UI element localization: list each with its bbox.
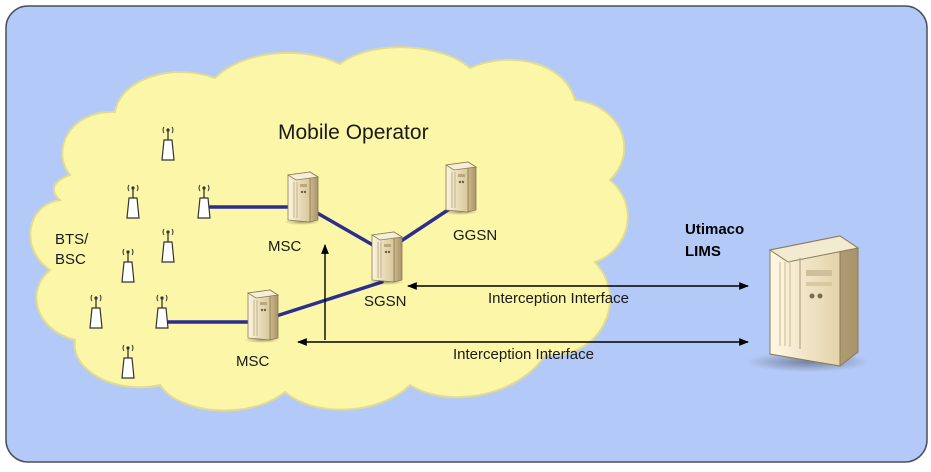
antenna-icon [121, 248, 135, 283]
mobile-operator-cloud [29, 46, 629, 412]
bts-label-line1: BTS/ [55, 231, 89, 248]
antenna-icon [161, 126, 175, 161]
server-icon [244, 289, 280, 343]
ggsn-label: GGSN [453, 227, 497, 244]
interface-lower-label: Interception Interface [453, 346, 594, 363]
antenna-icon [121, 344, 135, 379]
link-sgsn-msc-lower [268, 280, 384, 320]
interface-upper-label: Interception Interface [488, 290, 629, 307]
switch-servers [244, 161, 478, 343]
lims-label-line1: Utimaco [685, 221, 744, 238]
interception-arrows [297, 244, 749, 346]
sgsn-label: SGSN [364, 293, 407, 310]
lims-label-line2: LIMS [685, 243, 721, 260]
server-icon [442, 161, 478, 215]
antenna-icon [89, 294, 103, 329]
cloud-title: Mobile Operator [278, 121, 429, 144]
antenna-icon [155, 294, 169, 329]
antenna-icon [197, 184, 211, 219]
msc-lower-label: MSC [236, 353, 270, 370]
server-icon [284, 171, 320, 225]
antenna-icon [161, 228, 175, 263]
msc-upper-label: MSC [268, 238, 302, 255]
antenna-icon [126, 184, 140, 219]
server-icon [368, 231, 404, 285]
bts-label-line2: BSC [55, 251, 86, 268]
bts-antennas [89, 126, 211, 379]
server-tower-icon [746, 235, 870, 372]
